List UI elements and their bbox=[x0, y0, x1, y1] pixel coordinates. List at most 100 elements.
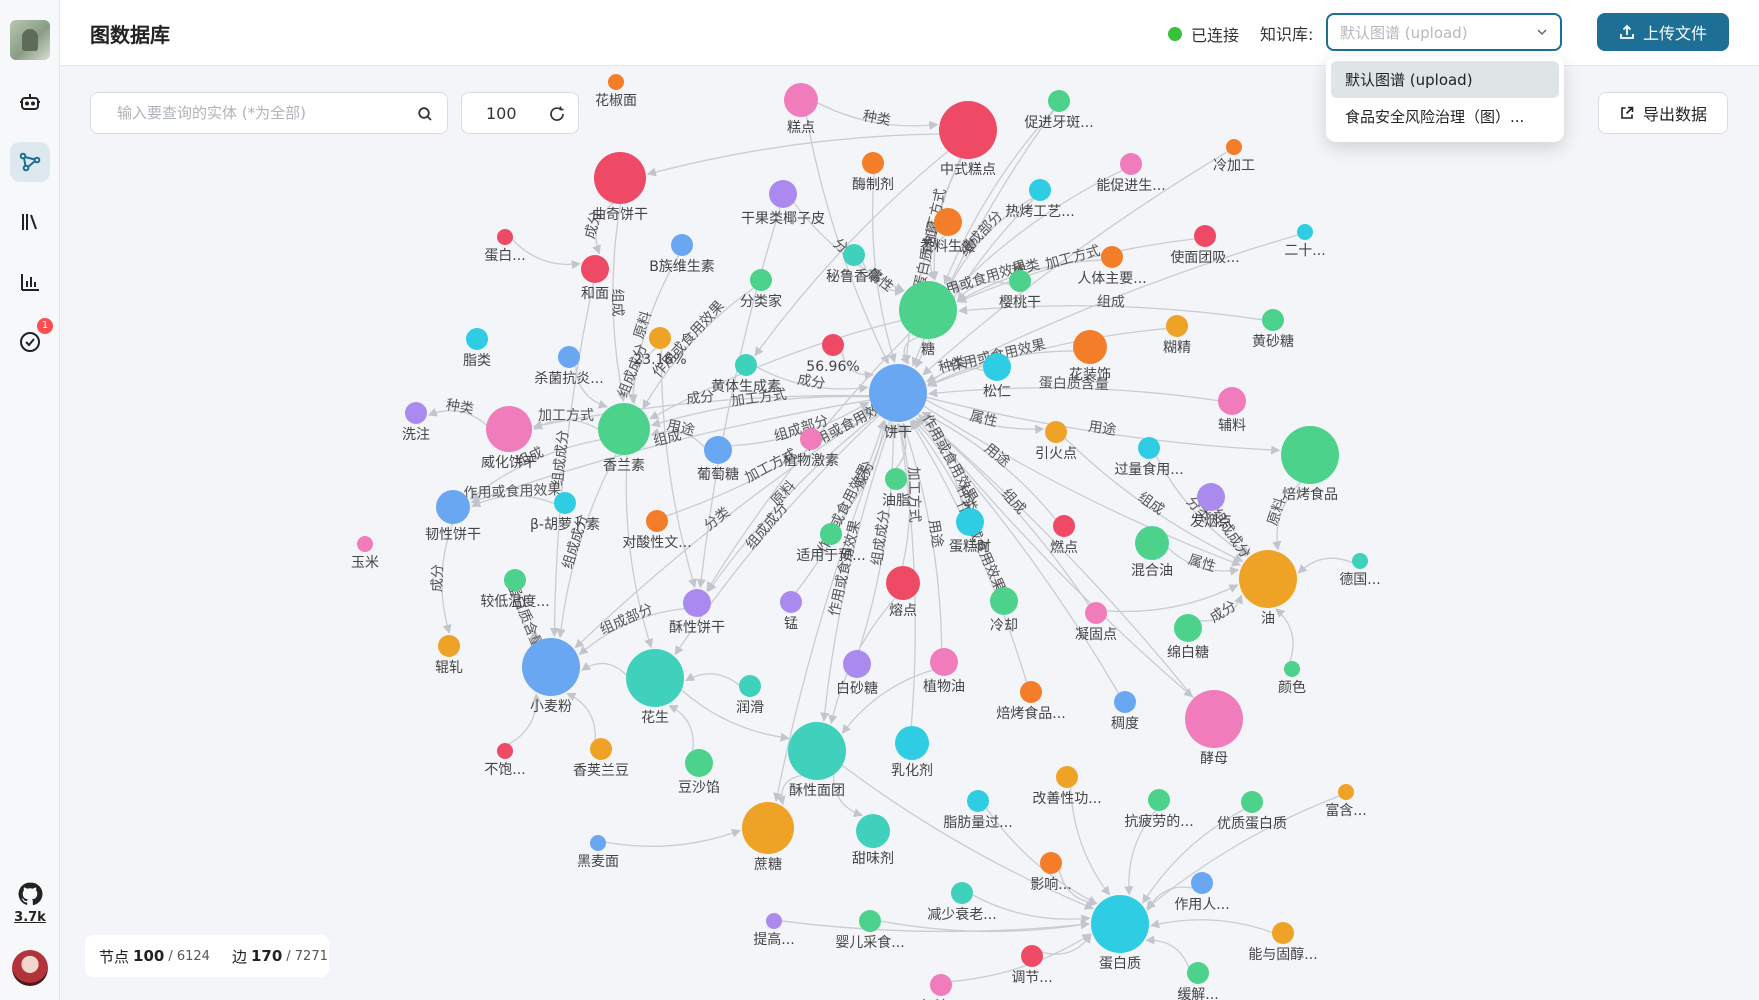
graph-edge[interactable] bbox=[578, 607, 685, 656]
graph-node-circle[interactable] bbox=[1297, 224, 1313, 240]
kb-option-food-safety[interactable]: 食品安全风险治理（图）... bbox=[1345, 108, 1525, 126]
graph-node-circle[interactable] bbox=[750, 269, 772, 291]
graph-node[interactable]: 适用于预... bbox=[796, 523, 866, 564]
graph-node[interactable]: 引火点 bbox=[1035, 421, 1077, 462]
graph-edge[interactable] bbox=[512, 239, 581, 270]
graph-node-circle[interactable] bbox=[1185, 690, 1243, 748]
graph-node[interactable]: 脂肪量过... bbox=[943, 790, 1013, 831]
graph-node[interactable]: 玉米 bbox=[351, 536, 379, 571]
graph-node[interactable]: 饼干 bbox=[869, 364, 927, 441]
graph-node-circle[interactable] bbox=[1191, 872, 1213, 894]
graph-node[interactable]: 抗疲劳的... bbox=[1124, 789, 1194, 830]
graph-edge[interactable] bbox=[902, 157, 962, 364]
graph-edge[interactable] bbox=[650, 395, 870, 428]
graph-edge[interactable] bbox=[1155, 455, 1248, 557]
graph-node[interactable]: 焙烤食品 bbox=[1281, 426, 1339, 503]
graph-node[interactable]: 56.96% bbox=[806, 334, 860, 375]
graph-node[interactable]: 秘鲁香膏 bbox=[826, 244, 882, 285]
graph-canvas[interactable]: 种类加工方式成分组成分类原料组成成分作用或食用效果属性蛋白质含量组成部分作用或食… bbox=[60, 66, 1759, 1000]
graph-node-circle[interactable] bbox=[590, 738, 612, 760]
graph-node[interactable]: 糖 bbox=[899, 281, 957, 358]
graph-node-circle[interactable] bbox=[1056, 766, 1078, 788]
graph-edge[interactable] bbox=[958, 305, 1263, 321]
graph-edge[interactable] bbox=[469, 439, 601, 500]
graph-edge[interactable] bbox=[921, 411, 1056, 520]
graph-node-circle[interactable] bbox=[1048, 90, 1070, 112]
graph-node-circle[interactable] bbox=[800, 428, 822, 450]
graph-edge[interactable] bbox=[1218, 508, 1252, 555]
graph-node-circle[interactable] bbox=[934, 208, 962, 236]
graph-edge[interactable] bbox=[805, 116, 889, 365]
graph-edge[interactable] bbox=[820, 421, 893, 722]
graph-node[interactable]: 松仁 bbox=[983, 353, 1011, 400]
graph-node-circle[interactable] bbox=[1284, 661, 1300, 677]
graph-node[interactable]: 辅料 bbox=[1218, 387, 1246, 434]
graph-edge[interactable] bbox=[533, 394, 870, 430]
graph-node-circle[interactable] bbox=[357, 536, 373, 552]
graph-edge[interactable] bbox=[926, 234, 1298, 383]
graph-edge[interactable] bbox=[1142, 808, 1245, 904]
graph-node-circle[interactable] bbox=[1166, 315, 1188, 337]
graph-node[interactable]: 酥性饼干 bbox=[669, 589, 725, 636]
graph-node-circle[interactable] bbox=[1218, 387, 1246, 415]
graph-node-circle[interactable] bbox=[769, 180, 797, 208]
sidebar-item-library[interactable] bbox=[10, 202, 50, 242]
graph-edge[interactable] bbox=[915, 417, 1120, 694]
graph-node-circle[interactable] bbox=[1009, 270, 1031, 292]
graph-node[interactable]: 植物激素 bbox=[783, 428, 839, 469]
graph-node[interactable]: 白砂糖 bbox=[836, 650, 878, 697]
graph-edge[interactable] bbox=[696, 207, 781, 589]
graph-node[interactable]: 酵母 bbox=[1185, 690, 1243, 767]
graph-node-circle[interactable] bbox=[649, 327, 671, 349]
graph-edge[interactable] bbox=[858, 422, 898, 651]
graph-node[interactable]: 油脂 bbox=[882, 468, 910, 509]
graph-edge[interactable] bbox=[471, 495, 555, 507]
graph-node[interactable]: 蔗糖 bbox=[742, 802, 794, 873]
graph-node[interactable]: 稠度 bbox=[1111, 691, 1139, 732]
graph-node[interactable]: 促进牙斑... bbox=[1024, 90, 1094, 131]
github-link[interactable] bbox=[14, 878, 46, 910]
graph-edge[interactable] bbox=[681, 689, 790, 742]
graph-node[interactable]: 乳化剂 bbox=[891, 726, 933, 779]
graph-edge[interactable] bbox=[832, 774, 863, 818]
graph-node[interactable]: 过量食用... bbox=[1114, 437, 1184, 478]
graph-node[interactable]: 能促进生... bbox=[1096, 153, 1166, 194]
graph-node-circle[interactable] bbox=[685, 749, 713, 777]
graph-node-circle[interactable] bbox=[766, 913, 782, 929]
graph-node[interactable]: 油 bbox=[1239, 550, 1297, 627]
graph-edge[interactable] bbox=[625, 454, 654, 649]
graph-node[interactable]: 人体主要... bbox=[1077, 246, 1147, 287]
graph-node-circle[interactable] bbox=[1135, 526, 1169, 560]
graph-node[interactable]: 脂类 bbox=[463, 328, 491, 369]
graph-node[interactable]: 作用人... bbox=[1174, 872, 1230, 913]
graph-node[interactable]: 婴儿采食... bbox=[835, 910, 905, 951]
graph-edge[interactable] bbox=[918, 414, 1195, 699]
graph-edge[interactable] bbox=[922, 151, 1228, 376]
graph-node-circle[interactable] bbox=[594, 152, 646, 204]
graph-node-circle[interactable] bbox=[1262, 309, 1284, 331]
graph-edge[interactable] bbox=[674, 414, 880, 656]
graph-edge[interactable] bbox=[508, 693, 542, 745]
graph-node-circle[interactable] bbox=[1241, 791, 1263, 813]
graph-node-circle[interactable] bbox=[895, 726, 929, 760]
graph-node[interactable]: 韧性饼干 bbox=[425, 490, 481, 543]
graph-node-circle[interactable] bbox=[1021, 945, 1043, 967]
graph-node-circle[interactable] bbox=[1148, 789, 1170, 811]
graph-edge[interactable] bbox=[1199, 594, 1243, 622]
graph-node-circle[interactable] bbox=[581, 255, 609, 283]
graph-node[interactable]: 提高... bbox=[753, 913, 795, 948]
graph-node[interactable]: 小麦粉 bbox=[522, 638, 580, 715]
graph-node-circle[interactable] bbox=[1120, 153, 1142, 175]
graph-node-circle[interactable] bbox=[1187, 962, 1209, 984]
graph-edge[interactable] bbox=[781, 920, 1090, 933]
graph-edge[interactable] bbox=[1124, 810, 1157, 896]
entity-search[interactable] bbox=[90, 92, 448, 134]
graph-edge[interactable] bbox=[517, 590, 540, 639]
graph-node-circle[interactable] bbox=[1053, 515, 1075, 537]
graph-node[interactable]: 对酸性文... bbox=[622, 510, 692, 551]
graph-node-circle[interactable] bbox=[885, 468, 907, 490]
graph-edge[interactable] bbox=[685, 672, 740, 686]
graph-node[interactable]: 威化饼干 bbox=[481, 406, 537, 471]
graph-node-circle[interactable] bbox=[1239, 550, 1297, 608]
graph-node[interactable]: 冷却 bbox=[990, 587, 1018, 634]
